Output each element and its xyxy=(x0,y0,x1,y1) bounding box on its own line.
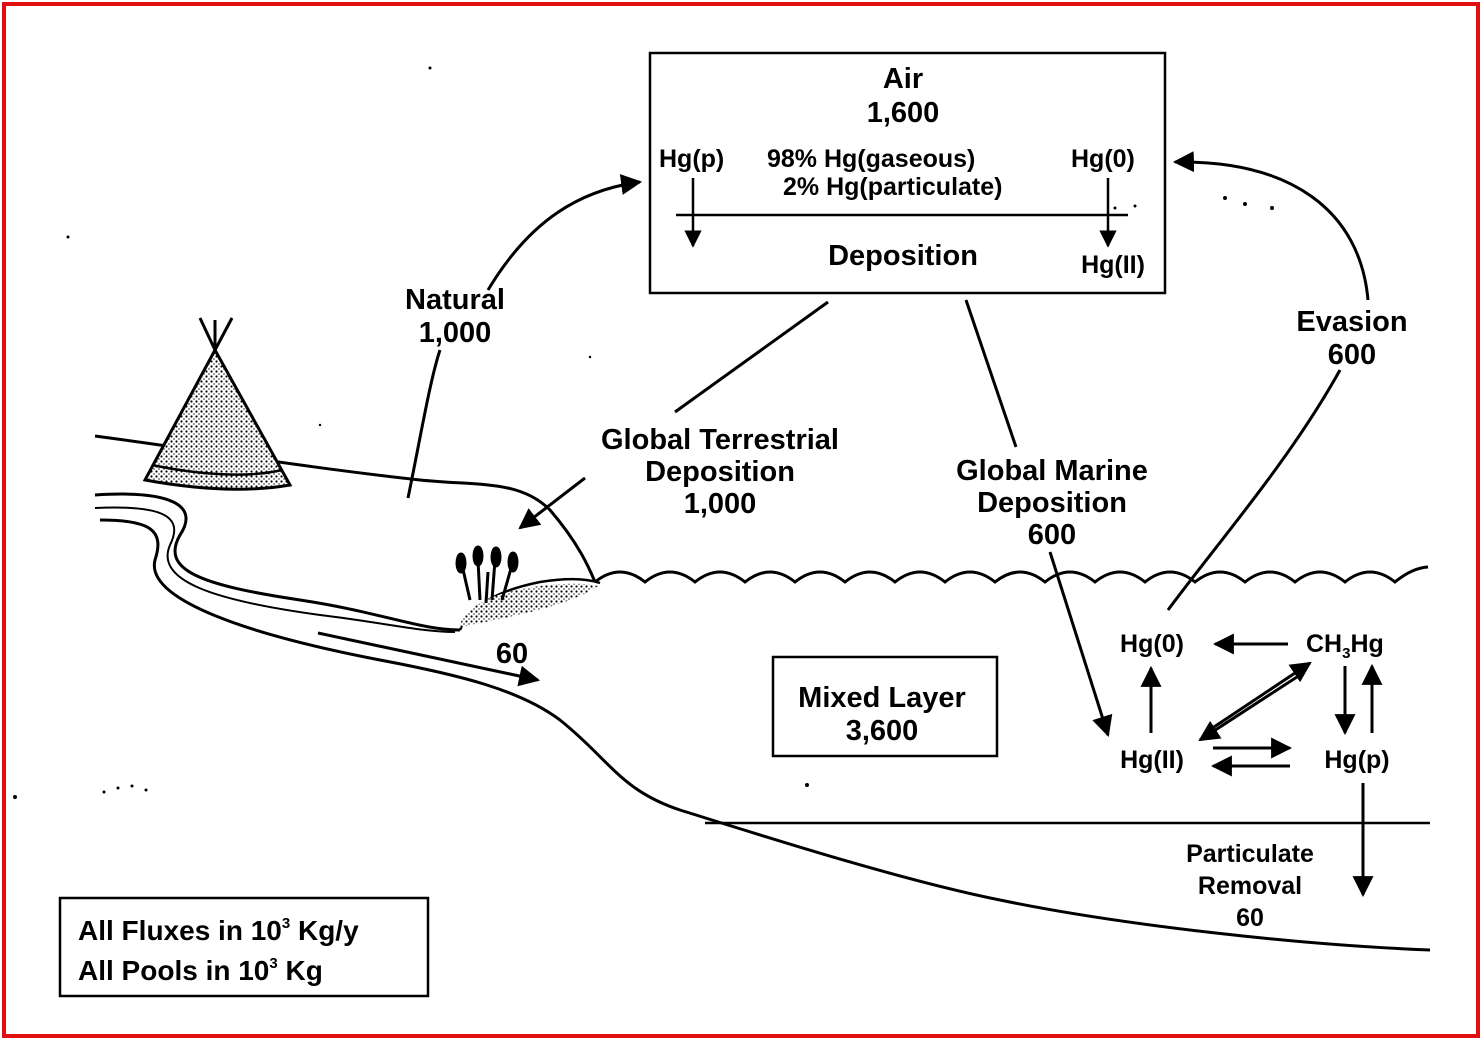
particulate-label-line2: Removal xyxy=(1198,872,1302,900)
air-pool-value: 1,600 xyxy=(867,97,940,129)
species-hgii: Hg(II) xyxy=(1120,746,1184,774)
marine-deposition-upper-line xyxy=(964,299,1018,448)
air-particulate-label: 2% Hg(particulate) xyxy=(783,173,1002,201)
terrestrial-value: 1,000 xyxy=(684,488,757,520)
mixed-layer-pool-value: 3,600 xyxy=(846,715,919,747)
air-title: Air xyxy=(883,63,923,95)
hgii-to-ch3hg-arrow xyxy=(1213,661,1312,729)
teepee-icon xyxy=(142,317,293,491)
evasion-value: 600 xyxy=(1328,339,1376,371)
air-hgp-label: Hg(p) xyxy=(659,145,724,173)
terrestrial-label-line1: Global Terrestrial xyxy=(601,424,839,456)
runoff-value: 60 xyxy=(496,638,528,670)
marine-value: 600 xyxy=(1028,519,1076,551)
river-inner-bank xyxy=(94,506,456,633)
natural-value: 1,000 xyxy=(419,317,492,349)
particulate-value: 60 xyxy=(1236,904,1264,932)
marine-label-line1: Global Marine xyxy=(956,455,1148,487)
natural-label: Natural xyxy=(405,284,505,316)
land-shoreline xyxy=(94,434,1431,952)
air-deposition-label: Deposition xyxy=(828,240,978,272)
legend-pool-units: All Pools in 103 Kg xyxy=(78,955,323,986)
scan-speckles xyxy=(13,66,1274,799)
air-box: Air 1,600 Hg(p) 98% Hg(gaseous) 2% Hg(pa… xyxy=(648,51,1167,295)
terrestrial-deposition-upper-line xyxy=(674,300,829,414)
marsh-stipple xyxy=(458,583,598,628)
natural-flux-arrow xyxy=(486,174,643,291)
terrestrial-label-line2: Deposition xyxy=(645,456,795,488)
species-ch3hg: CH3Hg xyxy=(1306,630,1384,662)
units-legend-frame xyxy=(58,896,430,998)
species-hg0: Hg(0) xyxy=(1120,630,1184,658)
marine-label-line2: Deposition xyxy=(977,487,1127,519)
river-upper-bank xyxy=(94,492,461,632)
terrestrial-deposition-arrow xyxy=(518,476,586,530)
sea-surface-waves xyxy=(594,565,1429,584)
reed-plants xyxy=(455,545,519,604)
evasion-label: Evasion xyxy=(1296,306,1407,338)
mixed-layer-box xyxy=(771,655,999,758)
evasion-lower-line xyxy=(1166,369,1342,611)
runoff-arrow xyxy=(317,631,541,687)
ch3hg-to-hgii-arrow xyxy=(1198,673,1301,742)
natural-flux-lower-line xyxy=(406,349,442,499)
species-hgp: Hg(p) xyxy=(1324,746,1389,774)
units-legend: All Fluxes in 103 Kg/y All Pools in 103 … xyxy=(58,896,430,998)
evasion-arrow xyxy=(1172,151,1370,301)
air-box-frame xyxy=(648,51,1167,295)
seafloor-profile xyxy=(99,518,1431,952)
air-gaseous-label: 98% Hg(gaseous) xyxy=(767,145,975,173)
particulate-label-line1: Particulate xyxy=(1186,840,1314,868)
air-hgii-label: Hg(II) xyxy=(1081,251,1145,279)
marine-deposition-arrow xyxy=(1048,551,1113,738)
mixed-layer-label: Mixed Layer xyxy=(798,682,966,714)
legend-flux-units: All Fluxes in 103 Kg/y xyxy=(78,915,359,946)
air-hg0-label: Hg(0) xyxy=(1071,145,1135,173)
